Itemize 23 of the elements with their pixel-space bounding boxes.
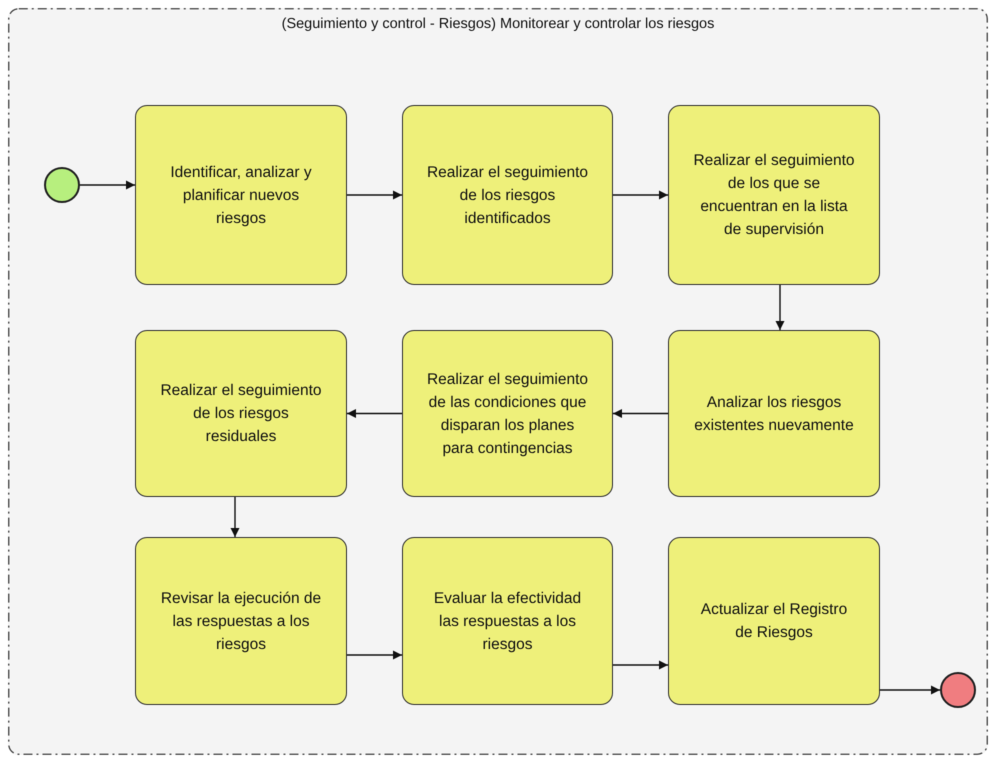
group-title: (Seguimiento y control - Riesgos) Monitorear y controlar los riesgos bbox=[280, 16, 716, 32]
activity-box: Revisar la ejecución de las respuestas a los riesgos bbox=[135, 537, 347, 705]
activity-box: Identificar, analizar y planificar nuevos riesgos bbox=[135, 105, 347, 285]
arrow bbox=[613, 409, 668, 418]
arrow bbox=[347, 190, 402, 200]
arrow bbox=[230, 497, 240, 537]
start-event bbox=[44, 167, 80, 203]
arrow bbox=[80, 180, 135, 190]
arrow bbox=[880, 686, 940, 694]
activity-box: Realizar el seguimiento de los que se encuentran en la lista de supervisión bbox=[668, 105, 880, 285]
arrow bbox=[613, 660, 668, 670]
arrow bbox=[347, 650, 402, 660]
activity-box: Analizar los riesgos existentes nuevamente bbox=[668, 330, 880, 497]
activity-box: Realizar el seguimiento de los riesgos residuales bbox=[135, 330, 347, 497]
activity-box: Evaluar la efectividad las respuestas a los riesgos bbox=[402, 537, 613, 705]
arrow bbox=[613, 190, 668, 200]
activity-box: Realizar el seguimiento de las condiciones que disparan los planes para contingencias bbox=[402, 330, 613, 497]
activity-box: Actualizar el Registro de Riesgos bbox=[668, 537, 880, 705]
end-event bbox=[940, 672, 976, 708]
arrow bbox=[347, 409, 402, 418]
arrow bbox=[776, 285, 784, 330]
activity-box: Realizar el seguimiento de los riesgos identificados bbox=[402, 105, 613, 285]
group-frame bbox=[8, 8, 988, 755]
